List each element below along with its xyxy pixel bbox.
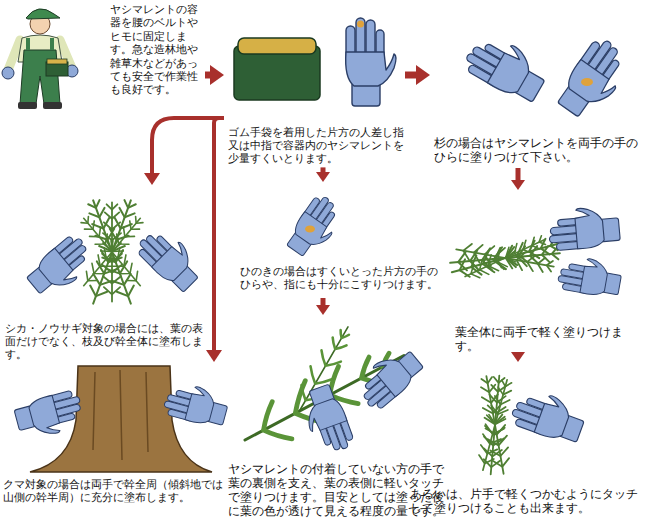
- flow-arrow: [405, 65, 430, 85]
- step-panel: シカ・ノウサギ対象の場合には、葉の表面だけでなく、枝及び幹全体に塗布します。: [0, 185, 210, 363]
- flow-arrow: [511, 352, 525, 362]
- arrow-head: [416, 65, 430, 85]
- step-panel: 葉全体に両手で軽く塗りつけます。: [430, 190, 650, 356]
- step-caption: 葉全体に両手で軽く塗りつけます。: [455, 325, 645, 353]
- arrow-head: [316, 305, 330, 315]
- repellent-dab: [305, 226, 315, 233]
- step-caption: ひのきの場合はすくいとった片方の手のひらや、指にも十分にこすりつけます。: [240, 265, 445, 292]
- step-caption: クマ対象の場合は両手で幹全周（傾斜地では山側の幹半周）に充分に塗布します。: [3, 478, 223, 504]
- glove-hand: [509, 385, 589, 447]
- flow-arrow: [316, 298, 330, 315]
- glove-hand: [553, 34, 636, 125]
- step-panel: ひのきの場合はすくいとった片方の手のひらや、指にも十分にこすりつけます。: [235, 182, 450, 298]
- repellent-container: [234, 38, 320, 100]
- flow-arrow: [205, 65, 224, 85]
- glove-hand: [346, 18, 396, 106]
- step-panel: 杉の場合はヤシマレントを両手の手のひらに塗りつけて下さい。: [430, 0, 650, 168]
- arrow-line: [321, 298, 326, 306]
- arrow-head: [511, 180, 525, 190]
- repellent-dab: [581, 78, 593, 86]
- glove-hand: [133, 222, 206, 295]
- step-caption: シカ・ノウサギ対象の場合には、葉の表面だけでなく、枝及び幹全体に塗布します。: [5, 322, 205, 360]
- arrow-head: [511, 352, 525, 362]
- step-caption: 杉の場合はヤシマレントを両手の手のひらに塗りつけて下さい。: [434, 136, 646, 164]
- glove-hand: [13, 389, 87, 443]
- step-panel: あるいは、片手で軽くつかむようにタッチして塗りつけることも出来ます。: [405, 362, 650, 525]
- glove-hand: [162, 380, 231, 430]
- glove-hand: [352, 342, 427, 413]
- glove-hand: [547, 205, 621, 251]
- glove-hand: [23, 232, 98, 303]
- glove-hand: [283, 192, 347, 263]
- arrow-line: [214, 118, 224, 351]
- flow-arrow: [206, 118, 224, 362]
- glove-hand: [461, 28, 552, 107]
- flow-arrow: [316, 167, 330, 182]
- arrow-head: [206, 350, 222, 362]
- repellent-dab: [357, 21, 364, 28]
- step-caption: ヤシマレントの容器を腰のベルトやヒモに固定します。急な造林地や雑草木などがあって…: [110, 3, 205, 97]
- arrow-head: [210, 65, 224, 85]
- worker-figure: [2, 9, 78, 109]
- arrow-line: [405, 72, 417, 79]
- step-panel: ヤシマレントの容器を腰のベルトやヒモに固定します。急な造林地や雑草木などがあって…: [0, 0, 205, 112]
- step-panel: ゴム手袋を着用した片方の人差し指又は中指で容器内のヤシマレントを少量すくいとりま…: [224, 0, 405, 167]
- arrow-head: [316, 172, 330, 182]
- step-panel: クマ対象の場合は両手で幹全周（傾斜地では山側の幹半周）に充分に塗布します。: [0, 362, 225, 525]
- cedar-branch: [77, 197, 147, 308]
- glove-hand: [557, 254, 624, 299]
- cedar-branch: [474, 375, 516, 476]
- step-caption: ゴム手袋を着用した片方の人差し指又は中指で容器内のヤシマレントを少量すくいとりま…: [228, 126, 405, 164]
- cedar-branch: [449, 231, 561, 284]
- glove-hand: [298, 382, 356, 457]
- arrow-head: [144, 173, 160, 185]
- flow-arrow: [511, 168, 525, 190]
- step-caption: あるいは、片手で軽くつかむようにタッチして塗りつけることも出来ます。: [410, 487, 638, 515]
- arrow-line: [516, 168, 521, 181]
